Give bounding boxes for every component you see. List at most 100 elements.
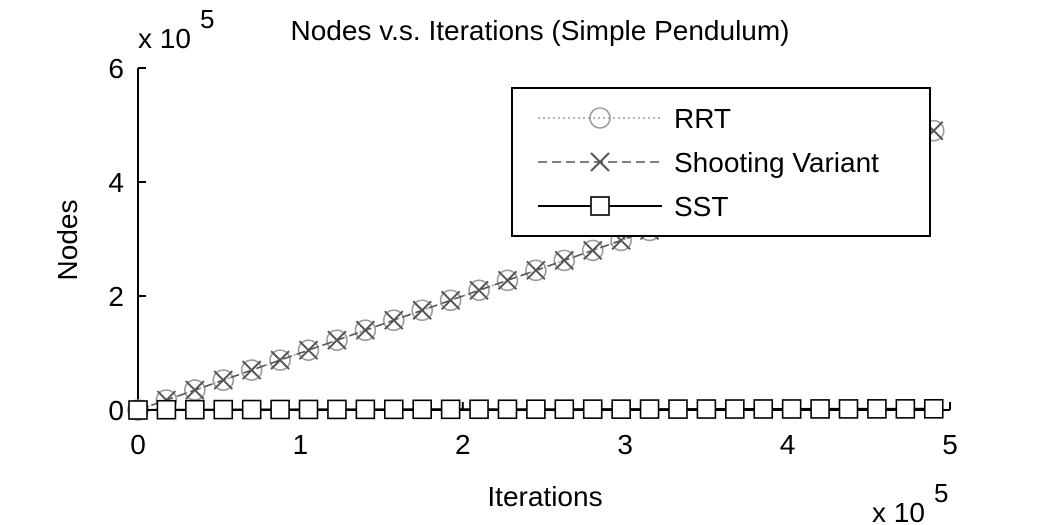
y-axis-label: Nodes: [52, 200, 83, 281]
data-point: [923, 399, 944, 419]
data-point: [525, 259, 547, 282]
marker-stroke: [327, 330, 347, 350]
marker-stroke: [583, 240, 603, 261]
marker-stroke: [213, 370, 233, 390]
data-point: [440, 399, 461, 420]
data-point: [326, 329, 348, 351]
chart-title: Nodes v.s. Iterations (Simple Pendulum): [290, 15, 789, 46]
data-point: [270, 399, 290, 420]
x-tick-label: 3: [617, 429, 633, 460]
data-point: [298, 340, 319, 360]
legend-label: Shooting Variant: [674, 147, 879, 178]
data-point: [582, 399, 603, 419]
data-point: [270, 350, 290, 370]
legend-item: Shooting Variant: [538, 147, 879, 178]
data-point: [185, 380, 205, 400]
data-point: [439, 289, 462, 312]
data-point: [496, 269, 519, 292]
data-point: [241, 360, 262, 380]
data-point: [355, 320, 376, 340]
data-point: [581, 239, 604, 262]
marker-stroke: [384, 310, 404, 330]
data-point: [469, 399, 489, 420]
data-point: [298, 399, 319, 420]
data-point: [269, 349, 291, 371]
y-tick-label: 6: [108, 53, 124, 84]
legend-label: RRT: [674, 103, 731, 134]
data-point: [469, 280, 489, 301]
data-point: [810, 399, 830, 419]
data-point: [497, 270, 518, 291]
data-point: [611, 399, 631, 419]
data-point: [583, 240, 603, 261]
x-tick-label: 1: [293, 429, 309, 460]
marker-stroke: [469, 280, 489, 301]
data-point: [668, 399, 688, 419]
data-point: [212, 369, 235, 391]
y-multiplier-base: x 10: [138, 23, 191, 54]
data-point: [297, 339, 320, 361]
data-point: [725, 399, 745, 419]
data-point: [327, 399, 347, 420]
x-axis-label: Iterations: [487, 481, 602, 512]
data-point: [128, 400, 148, 420]
x-tick-label: 2: [455, 429, 471, 460]
data-point: [241, 399, 262, 420]
y-multiplier: x 10 5: [138, 4, 214, 54]
data-point: [354, 319, 377, 342]
data-point: [781, 399, 802, 419]
legend-marker: [589, 107, 611, 129]
data-point: [412, 300, 432, 320]
marker-stroke: [526, 260, 546, 281]
data-point: [553, 249, 576, 272]
data-point: [185, 399, 205, 420]
legend-label: SST: [674, 191, 728, 222]
marker-stroke: [185, 380, 205, 400]
x-tick-label: 0: [130, 429, 146, 460]
legend-marker: [590, 196, 610, 216]
data-point: [384, 310, 404, 330]
data-point: [867, 399, 887, 419]
data-point: [213, 399, 234, 420]
data-point: [383, 399, 404, 420]
legend-item: SST: [538, 191, 728, 222]
legend-marker: [590, 152, 610, 172]
data-point: [412, 399, 433, 420]
data-point: [554, 399, 575, 420]
marker-stroke: [554, 250, 575, 271]
data-point: [468, 279, 490, 302]
x-multiplier: x 10 5: [872, 478, 948, 525]
legend-item: RRT: [538, 103, 731, 134]
x-tick-label: 5: [942, 429, 958, 460]
data-point: [838, 399, 859, 419]
marker-stroke: [241, 360, 262, 380]
y-tick-label: 0: [108, 395, 124, 426]
data-point: [497, 399, 518, 420]
data-point: [411, 299, 434, 322]
y-tick-label: 2: [108, 281, 124, 312]
marker-stroke: [355, 320, 376, 340]
data-point: [895, 399, 916, 419]
data-point: [753, 399, 774, 419]
data-point: [526, 399, 546, 420]
data-point: [554, 250, 575, 271]
data-point: [526, 260, 546, 281]
data-point: [156, 399, 177, 420]
x-multiplier-base: x 10: [872, 497, 925, 525]
data-point: [440, 290, 461, 310]
marker-stroke: [270, 350, 290, 370]
data-point: [639, 399, 660, 419]
marker-stroke: [440, 290, 461, 310]
y-tick-label: 4: [108, 167, 124, 198]
marker-stroke: [497, 270, 518, 291]
data-point: [355, 399, 376, 420]
data-point: [327, 330, 347, 350]
marker-stroke: [412, 300, 432, 320]
marker-stroke: [590, 152, 610, 172]
data-point: [382, 309, 405, 332]
y-multiplier-exponent: 5: [200, 4, 214, 34]
data-point: [240, 359, 263, 381]
